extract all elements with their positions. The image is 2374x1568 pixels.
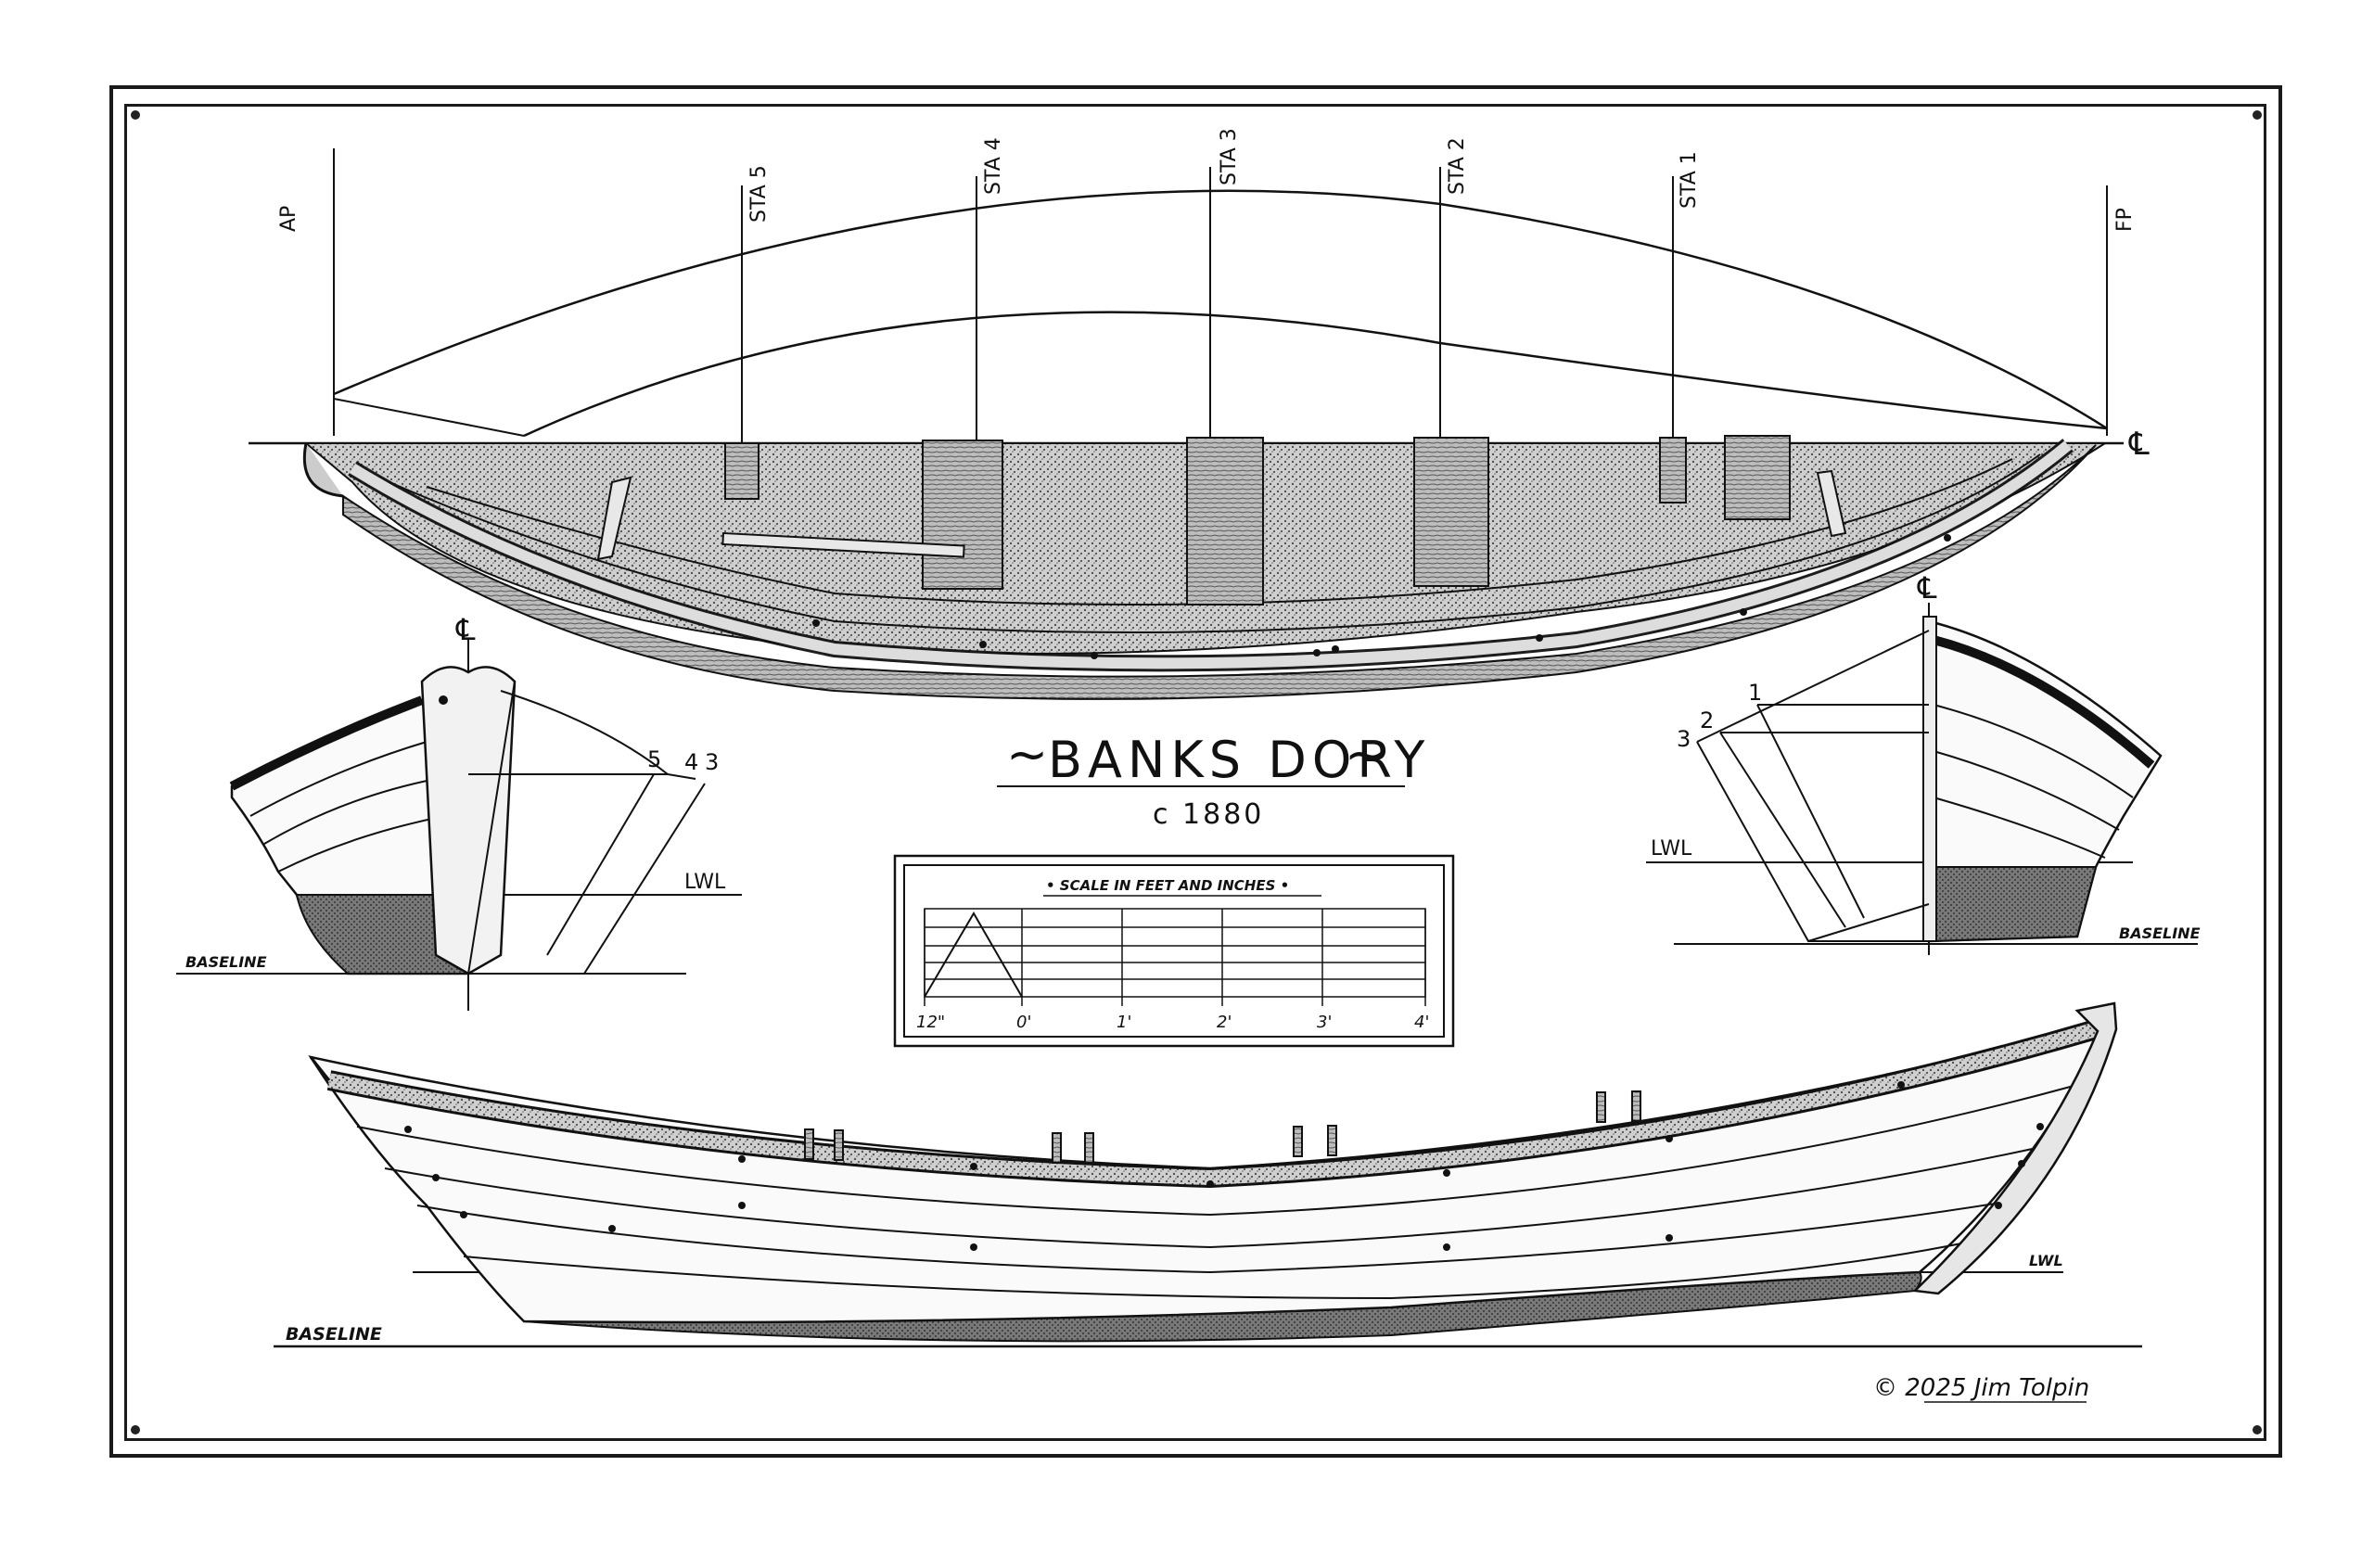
profile-lwl-label: LWL — [2029, 1252, 2063, 1269]
label-sta1: STA 1 — [1678, 151, 1701, 209]
scale-title: • SCALE IN FEET AND INCHES • — [1046, 877, 1289, 894]
stern-station-4: 4 — [684, 749, 698, 775]
label-sta2: STA 2 — [1446, 137, 1469, 195]
label-ap: AP — [277, 206, 300, 232]
stern-station-3: 3 — [705, 749, 719, 775]
profile-baseline-label: BASELINE — [286, 1324, 382, 1345]
bow-station-3: 3 — [1677, 726, 1691, 752]
scale-tick-3: 3' — [1317, 1013, 1332, 1032]
corner-marks — [131, 110, 2262, 1434]
scale-bar: • SCALE IN FEET AND INCHES • 12" 0' 1' 2… — [893, 854, 1455, 1048]
inner-border — [124, 104, 2266, 1441]
scale-tick-2: 2' — [1217, 1013, 1232, 1032]
scale-tick-0: 0' — [1016, 1013, 1031, 1032]
stern-baseline-label: BASELINE — [185, 953, 267, 971]
label-sta5: STA 5 — [747, 165, 771, 223]
bow-lwl-label: LWL — [1651, 837, 1692, 860]
bow-centerline-symbol: ℄ — [1917, 570, 1937, 606]
label-sta4: STA 4 — [982, 137, 1005, 195]
bow-station-2: 2 — [1700, 708, 1714, 733]
profile-view: LWL BASELINE — [274, 1001, 2142, 1348]
bow-section-view: ℄ LWL BASELINE 3 2 1 — [1646, 570, 2201, 955]
bow-station-1: 1 — [1748, 680, 1762, 706]
title-tilde-left: ~ — [1006, 725, 1053, 784]
title-tilde-right: ~ — [1345, 725, 1392, 784]
bow-baseline-label: BASELINE — [2119, 924, 2201, 942]
stern-station-5: 5 — [647, 746, 661, 772]
stern-centerline-symbol: ℄ — [455, 612, 476, 647]
plan-centerline-symbol: ℄ — [2128, 426, 2150, 463]
label-sta3: STA 3 — [1218, 128, 1241, 185]
scale-tick-1: 1' — [1117, 1013, 1131, 1032]
copyright-credit: © 2025 Jim Tolpin — [1873, 1374, 2089, 1402]
plan-view: AP STA 5 STA 4 STA 3 STA 2 STA 1 FP ℄ — [249, 128, 2150, 700]
drawing-date: c 1880 — [1153, 798, 1264, 831]
stern-section-view: ℄ LWL BASELINE 5 4 3 — [176, 612, 742, 1011]
label-fp: FP — [2113, 208, 2137, 232]
title-block: ~ BANKS DORY ~ c 1880 — [997, 725, 1430, 831]
outer-border — [109, 85, 2282, 1458]
scale-tick-12in: 12" — [916, 1013, 945, 1032]
drawing-title: BANKS DORY — [1048, 731, 1430, 789]
stern-lwl-label: LWL — [684, 871, 726, 894]
scale-tick-4: 4' — [1414, 1013, 1429, 1032]
